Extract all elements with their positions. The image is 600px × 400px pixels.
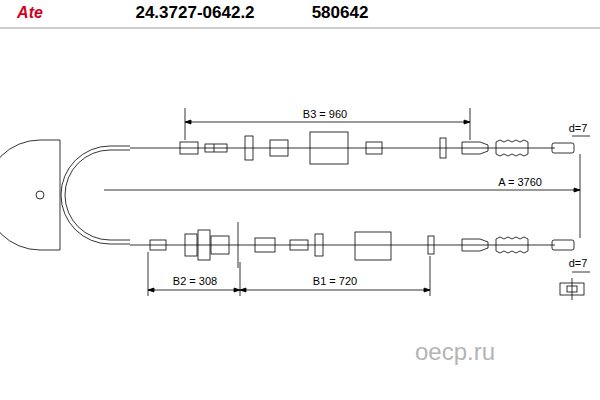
watermark: oecp.ru bbox=[413, 338, 497, 366]
brand-logo: Ate bbox=[15, 4, 45, 22]
dimension-label: B1 = 720 bbox=[311, 275, 359, 288]
part-number: 24.3727-0642.2 bbox=[133, 3, 256, 23]
part-number: 580642 bbox=[310, 3, 371, 23]
dimension-label: B2 = 308 bbox=[171, 275, 219, 288]
diameter-label: d=7 bbox=[567, 257, 590, 270]
dimension-label: B3 = 960 bbox=[301, 108, 349, 121]
diameter-label: d=7 bbox=[567, 122, 590, 135]
dimension-label: A = 3760 bbox=[496, 176, 544, 189]
